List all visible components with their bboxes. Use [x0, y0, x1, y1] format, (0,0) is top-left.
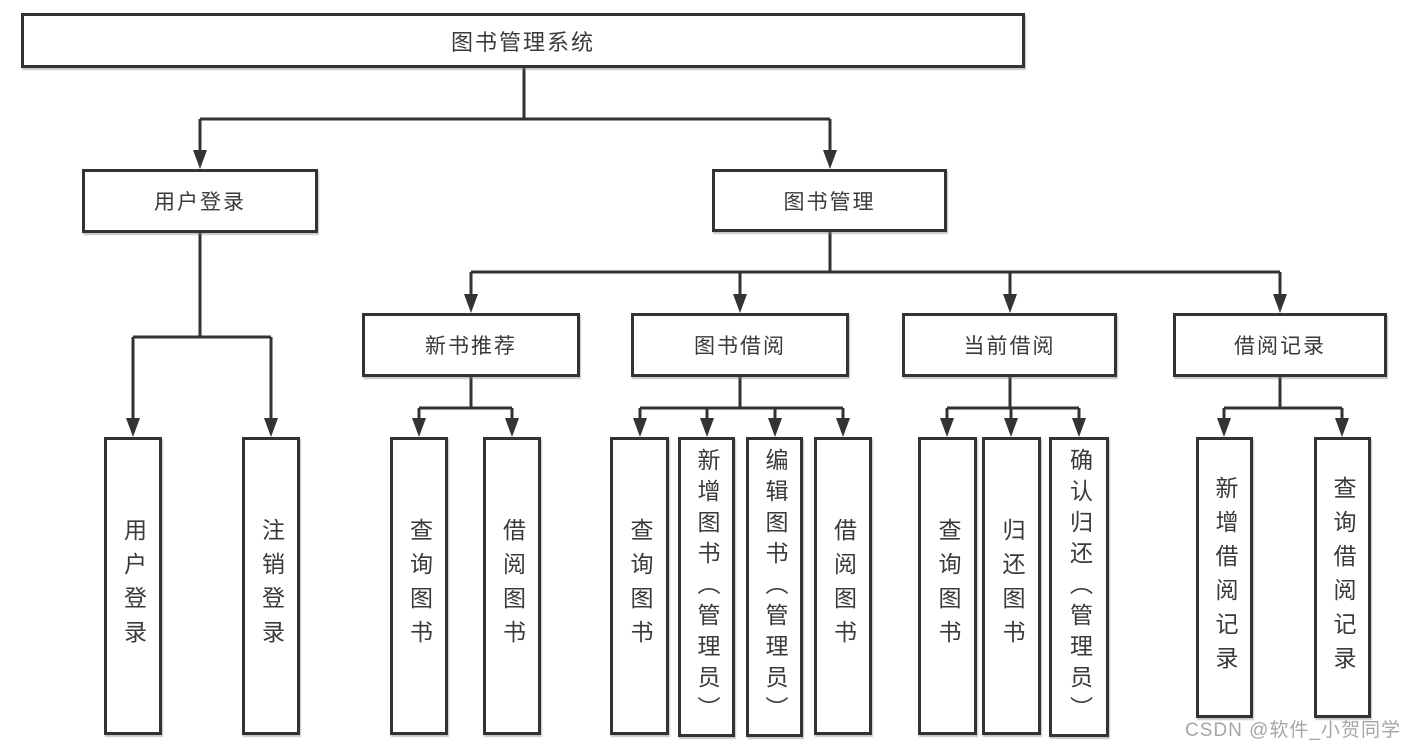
- node-book-mgmt: 图书管理: [712, 169, 947, 232]
- node-bb-add-books-admin: 新增图书（管理员）: [678, 437, 735, 737]
- node-leaf-user-login: 用户登录: [104, 437, 162, 735]
- node-borrow-records-label: 借阅记录: [1234, 335, 1326, 358]
- node-nb-query-books: 查询图书: [390, 437, 448, 735]
- arrowhead-icon: [1217, 418, 1349, 437]
- node-root-label: 图书管理系统: [450, 29, 595, 55]
- connector-book-borrow-children: [633, 377, 850, 437]
- arrowhead-icon: [412, 418, 519, 437]
- node-cb-query-books: 查询图书: [918, 437, 977, 735]
- arrowhead-icon: [633, 418, 850, 437]
- node-bb-query-books: 查询图书: [610, 437, 669, 735]
- node-book-borrow-label: 图书借阅: [694, 335, 786, 358]
- node-br-query-record: 查询借阅记录: [1314, 437, 1371, 718]
- node-nb-borrow-books: 借阅图书: [483, 437, 541, 735]
- node-book-mgmt-label: 图书管理: [783, 190, 876, 214]
- node-current-borrow: 当前借阅: [902, 313, 1117, 377]
- connector-root-to-level2: [193, 68, 837, 169]
- arrowhead-icon: [193, 150, 837, 169]
- node-cb-confirm-return-admin: 确认归还（管理员）: [1049, 437, 1109, 737]
- connector-borrow-records-children: [1217, 377, 1349, 437]
- node-new-books-label: 新书推荐: [425, 335, 517, 358]
- arrowhead-icon: [940, 418, 1086, 437]
- csdn-watermark: CSDN @软件_小贺同学: [1185, 720, 1401, 741]
- node-current-borrow-label: 当前借阅: [963, 335, 1056, 358]
- node-user-login-label: 用户登录: [154, 191, 246, 214]
- node-bb-borrow-books: 借阅图书: [814, 437, 872, 735]
- connector-new-books-children: [412, 377, 519, 437]
- node-new-books: 新书推荐: [362, 313, 580, 377]
- node-book-borrow: 图书借阅: [631, 313, 849, 377]
- node-user-login: 用户登录: [82, 169, 318, 233]
- node-leaf-logout: 注销登录: [242, 437, 300, 735]
- arrowhead-icon: [464, 294, 1287, 313]
- node-bb-edit-books-admin: 编辑图书（管理员）: [746, 437, 803, 737]
- node-borrow-records: 借阅记录: [1173, 313, 1387, 377]
- connector-book-mgmt-to-level3: [464, 232, 1287, 313]
- connector-user-login-children: [126, 233, 278, 437]
- connector-current-borrow-children: [940, 377, 1086, 437]
- node-root: 图书管理系统: [21, 13, 1025, 68]
- arrowhead-icon: [126, 418, 278, 437]
- node-cb-return-books: 归还图书: [982, 437, 1041, 735]
- node-br-add-record: 新增借阅记录: [1196, 437, 1253, 718]
